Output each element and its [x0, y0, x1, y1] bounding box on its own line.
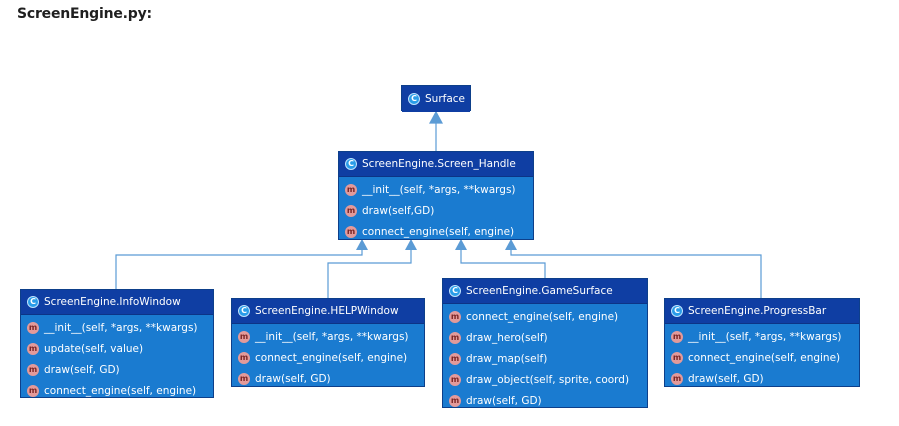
method-row: m connect_engine(self, engine)	[339, 222, 533, 243]
arrow-progress-bar	[505, 239, 517, 250]
method-m-icon: m	[27, 343, 39, 356]
method-row: m connect_engine(self, engine)	[665, 348, 859, 369]
page-title: ScreenEngine.py:	[17, 6, 152, 22]
method-m-icon: m	[449, 311, 461, 324]
method-row: m draw(self, GD)	[665, 369, 859, 390]
method-row: m draw(self, GD)	[232, 369, 424, 390]
method-signature: draw_hero(self)	[466, 332, 548, 345]
method-m-icon: m	[27, 322, 39, 335]
method-m-icon: m	[27, 384, 39, 397]
class-name: ScreenEngine.ProgressBar	[688, 305, 827, 317]
class-name: ScreenEngine.Screen_Handle	[362, 158, 516, 170]
arrow-help-window	[405, 239, 417, 250]
class-header: C ScreenEngine.InfoWindow	[21, 290, 213, 315]
method-row: m draw_map(self)	[443, 349, 647, 370]
class-header: C ScreenEngine.Screen_Handle	[339, 152, 533, 177]
class-c-icon: C	[238, 305, 250, 317]
method-list: m __init__(self, *args, **kwargs) m draw(s…	[339, 177, 533, 242]
method-m-icon: m	[671, 352, 683, 365]
class-game-surface[interactable]: C ScreenEngine.GameSurface m connect_engi…	[442, 278, 648, 408]
arrow-info-window	[356, 239, 368, 250]
method-m-icon: m	[671, 331, 683, 344]
method-signature: connect_engine(self, engine)	[44, 384, 197, 397]
method-signature: connect_engine(self, engine)	[688, 352, 841, 365]
method-signature: __init__(self, *args, **kwargs)	[255, 331, 409, 344]
arrow-surface	[428, 110, 444, 124]
class-c-icon: C	[345, 158, 357, 170]
class-info-window[interactable]: C ScreenEngine.InfoWindow m __init__(self…	[20, 289, 214, 398]
method-m-icon: m	[449, 373, 461, 386]
method-signature: __init__(self, *args, **kwargs)	[362, 184, 516, 197]
method-m-icon: m	[27, 363, 39, 376]
class-c-icon: C	[671, 305, 683, 317]
method-row: m draw_object(self, sprite, coord)	[443, 369, 647, 390]
edge-game-surface	[460, 240, 546, 278]
method-m-icon: m	[238, 372, 250, 385]
class-header: C ScreenEngine.GameSurface	[443, 279, 647, 304]
method-signature: draw(self,GD)	[362, 205, 435, 218]
method-signature: connect_engine(self, engine)	[362, 225, 515, 238]
class-c-icon: C	[449, 285, 461, 297]
method-signature: connect_engine(self, engine)	[255, 352, 408, 365]
class-surface[interactable]: C Surface	[401, 85, 471, 112]
method-signature: draw_object(self, sprite, coord)	[466, 373, 630, 386]
method-signature: __init__(self, *args, **kwargs)	[44, 322, 198, 335]
method-row: m draw(self, GD)	[21, 360, 213, 381]
method-signature: connect_engine(self, engine)	[466, 311, 619, 324]
method-m-icon: m	[449, 394, 461, 407]
method-m-icon: m	[238, 352, 250, 365]
class-name: Surface	[425, 93, 466, 105]
method-m-icon: m	[345, 225, 357, 238]
class-header: C Surface	[402, 86, 470, 112]
method-list: m connect_engine(self, engine) m draw_hero…	[443, 304, 647, 411]
method-row: m __init__(self, *args, **kwargs)	[21, 318, 213, 339]
class-progress-bar[interactable]: C ScreenEngine.ProgressBar m __init__(sel…	[664, 298, 860, 387]
arrow-game-surface	[455, 239, 467, 250]
method-signature: draw(self, GD)	[44, 363, 120, 376]
method-m-icon: m	[449, 352, 461, 365]
method-m-icon: m	[238, 331, 250, 344]
method-row: m __init__(self, *args, **kwargs)	[232, 327, 424, 348]
method-m-icon: m	[671, 372, 683, 385]
method-m-icon: m	[345, 205, 357, 218]
class-help-window[interactable]: C ScreenEngine.HELPWindow m __init__(self…	[231, 298, 425, 387]
method-row: m draw(self, GD)	[443, 390, 647, 411]
class-name: ScreenEngine.InfoWindow	[44, 296, 181, 308]
method-m-icon: m	[345, 184, 357, 197]
method-signature: draw(self, GD)	[688, 372, 764, 385]
class-name: ScreenEngine.GameSurface	[466, 285, 613, 297]
method-row: m connect_engine(self, engine)	[21, 380, 213, 401]
class-screen-handle[interactable]: C ScreenEngine.Screen_Handle m __init__(s…	[338, 151, 534, 240]
method-row: m draw(self,GD)	[339, 201, 533, 222]
class-header: C ScreenEngine.ProgressBar	[665, 299, 859, 324]
method-row: m connect_engine(self, engine)	[232, 348, 424, 369]
method-signature: update(self, value)	[44, 343, 144, 356]
class-name: ScreenEngine.HELPWindow	[255, 305, 399, 317]
method-signature: draw(self, GD)	[255, 372, 331, 385]
edge-help-window	[327, 240, 412, 298]
method-row: m connect_engine(self, engine)	[443, 307, 647, 328]
method-signature: draw_map(self)	[466, 352, 548, 365]
method-signature: __init__(self, *args, **kwargs)	[688, 331, 842, 344]
method-m-icon: m	[449, 332, 461, 345]
method-row: m __init__(self, *args, **kwargs)	[665, 327, 859, 348]
method-row: m draw_hero(self)	[443, 328, 647, 349]
method-row: m __init__(self, *args, **kwargs)	[339, 180, 533, 201]
class-c-icon: C	[27, 296, 39, 308]
class-header: C ScreenEngine.HELPWindow	[232, 299, 424, 324]
edge-info-window	[115, 240, 363, 289]
method-signature: draw(self, GD)	[466, 394, 542, 407]
class-c-icon: C	[408, 93, 420, 105]
method-row: m update(self, value)	[21, 339, 213, 360]
